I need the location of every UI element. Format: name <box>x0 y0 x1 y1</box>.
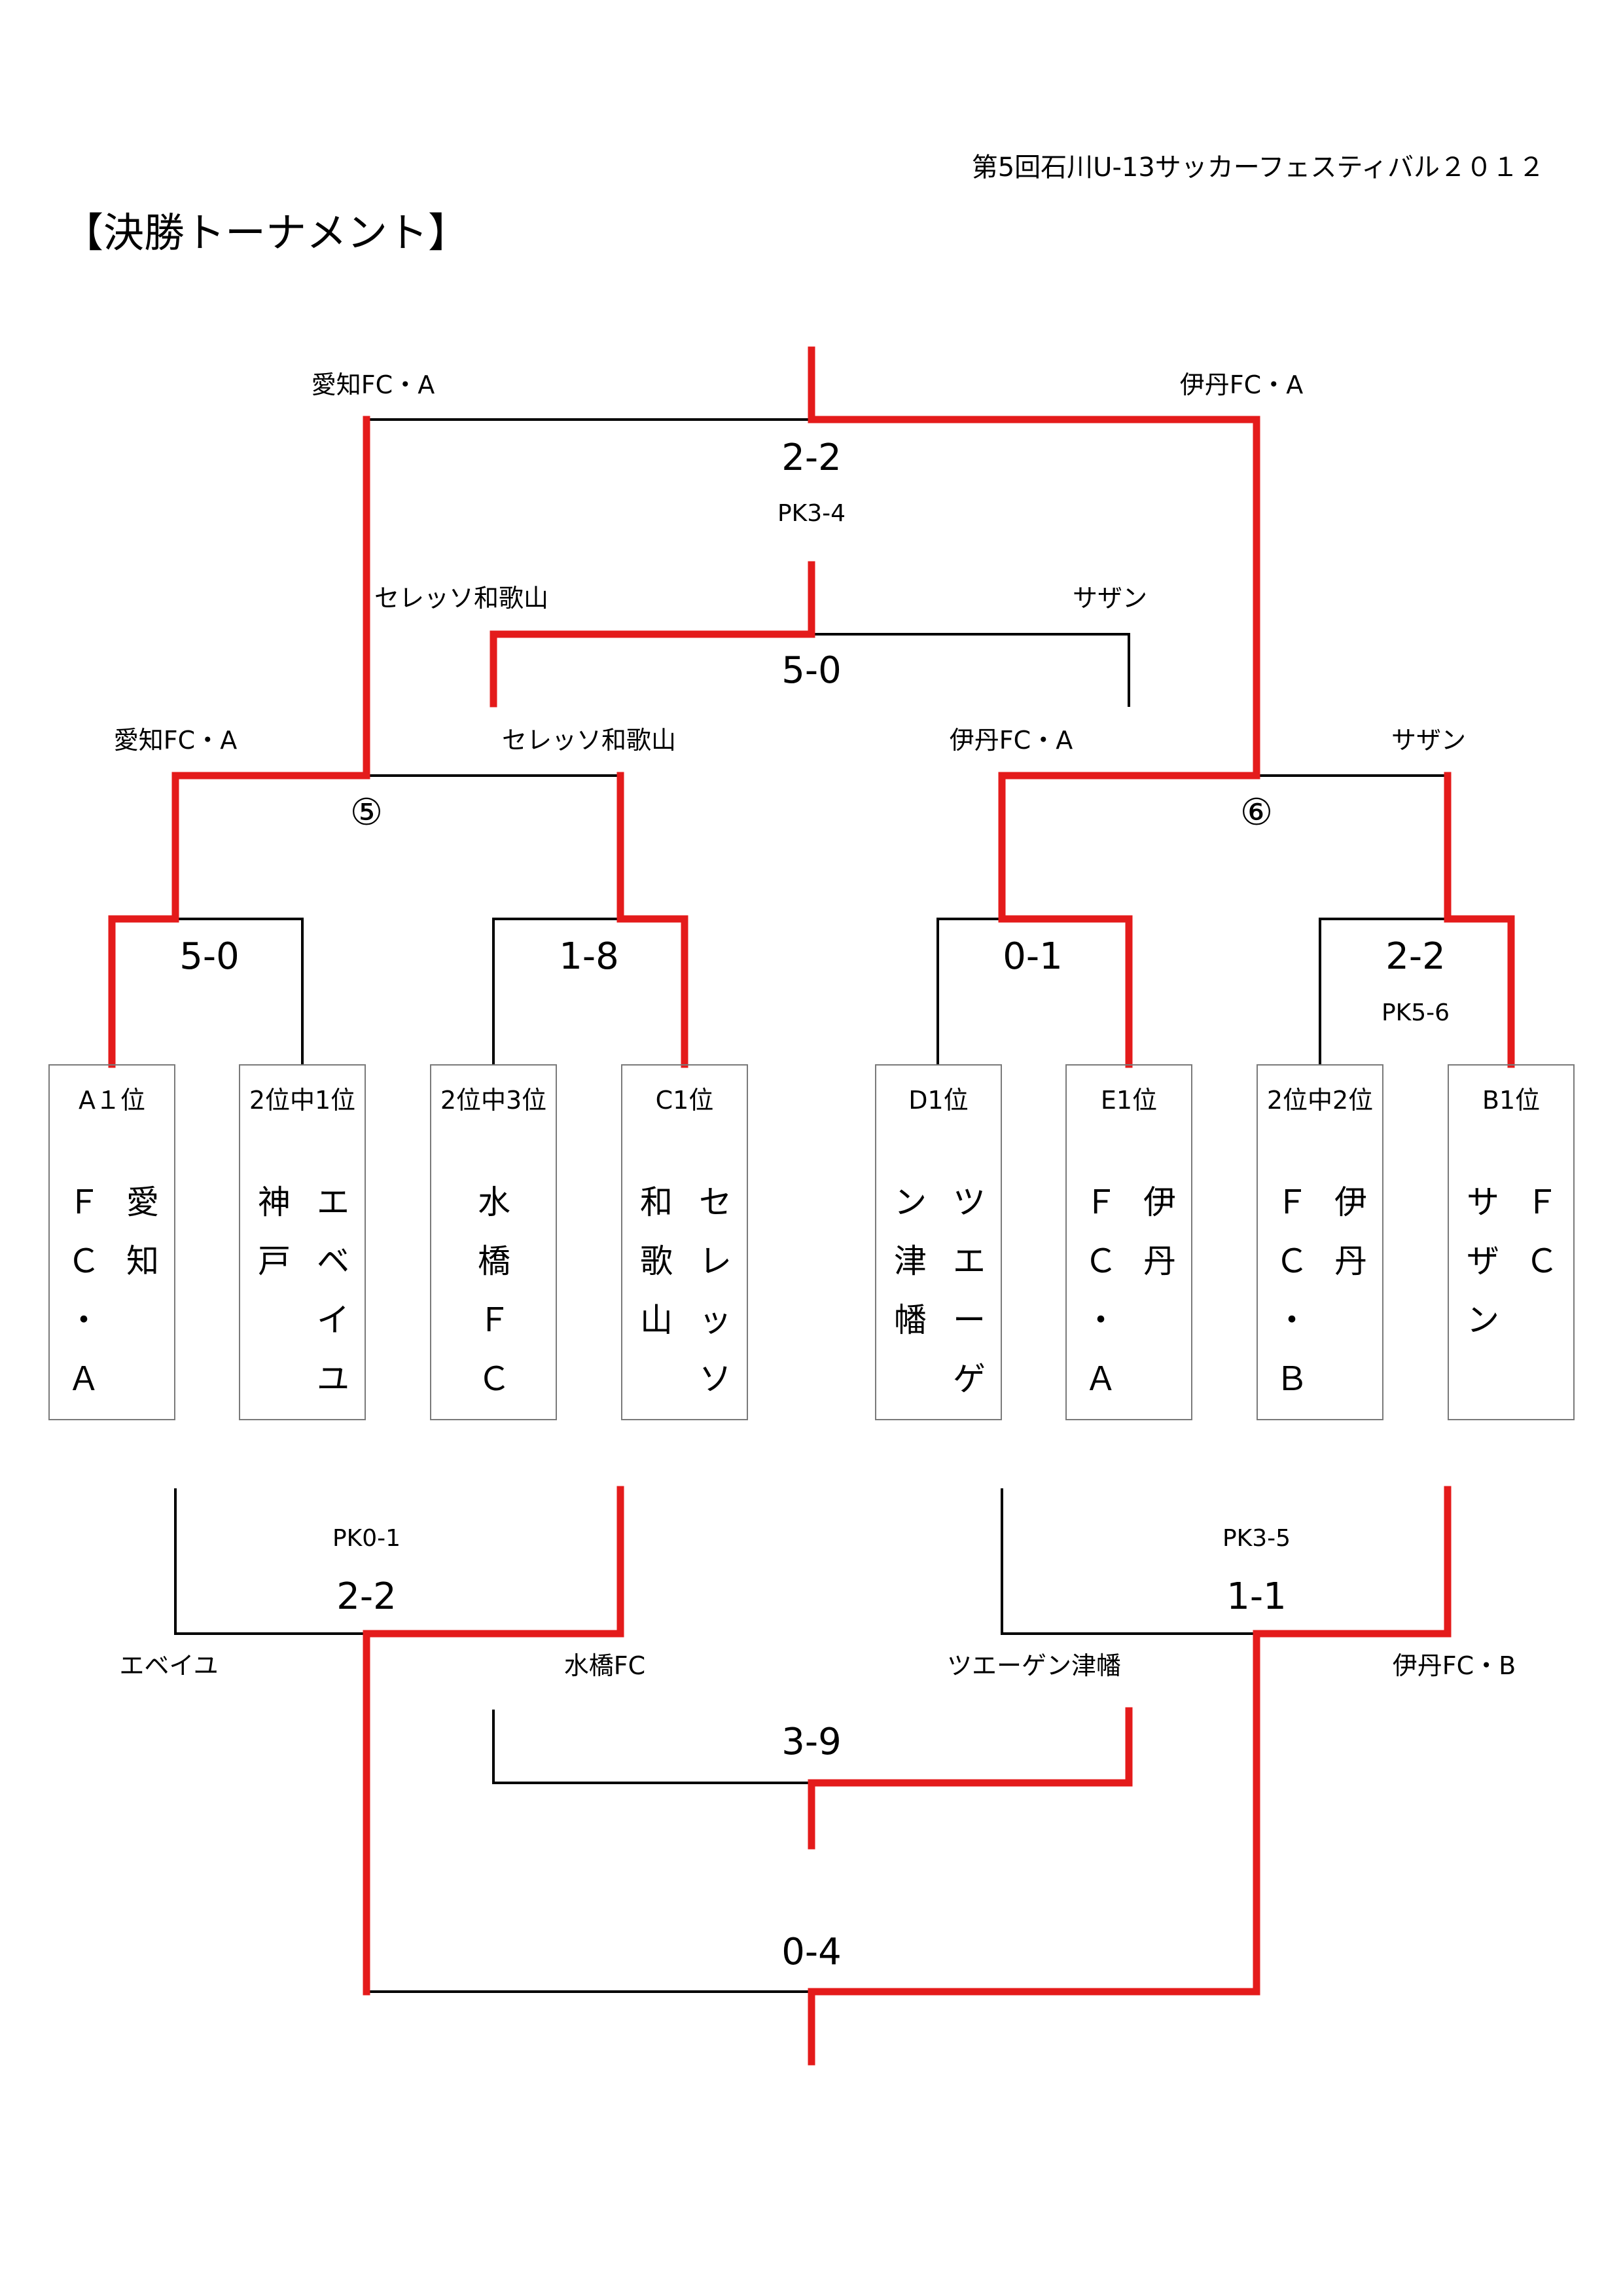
match-score: 0-1 <box>1003 935 1063 978</box>
page-title: 【決勝トーナメント】 <box>63 209 469 257</box>
pk-score: PK3-5 <box>1222 1525 1291 1552</box>
group-rank: D1位 <box>908 1086 969 1115</box>
team-name-line: 和 歌 山 <box>640 1183 673 1339</box>
team-name-line: Ｆ Ｃ ・ Ａ <box>1084 1183 1117 1398</box>
team-name-line: Ｆ Ｃ ・ Ｂ <box>1275 1183 1308 1398</box>
team-name-line: Ｆ Ｃ <box>1525 1183 1558 1280</box>
l-r1-m1-loser <box>174 1488 368 1635</box>
match-score: 1-8 <box>559 935 619 978</box>
match-number: ⑤ <box>349 791 383 834</box>
u-r2-m6-winner <box>808 346 1260 780</box>
u-r1-m4-winner <box>1444 772 1515 1068</box>
team-name-line: エ ベ イ ユ <box>317 1183 349 1398</box>
team-label: セレッソ和歌山 <box>501 726 677 755</box>
match-score: 2-2 <box>336 1575 397 1618</box>
team-label: 愛知FC・A <box>113 726 238 755</box>
l-r1-m1-winner <box>363 1486 624 1996</box>
team-name-line: ツ エ ー ゲ <box>953 1183 986 1398</box>
team-name-line: 水 橋 Ｆ Ｃ <box>478 1183 510 1398</box>
group-rank: 2位中2位 <box>1266 1086 1374 1115</box>
team-name-line: セ レ ッ ソ <box>699 1183 732 1398</box>
team-name-line: 愛 知 <box>126 1183 159 1280</box>
loser-paths <box>174 418 1512 1993</box>
pk-score: PK0-1 <box>332 1525 401 1552</box>
l-r1-m2-winner <box>808 1486 1452 2066</box>
u-r1-m2-winner <box>616 772 688 1068</box>
match-score: 1-1 <box>1226 1575 1287 1618</box>
match-score: 0-4 <box>781 1931 842 1973</box>
match-score: 2-2 <box>781 437 842 479</box>
l-r1-m2-loser <box>1001 1488 1258 1635</box>
team-label: セレッソ和歌山 <box>374 584 549 613</box>
team-label: 伊丹FC・A <box>949 726 1073 755</box>
match-score: 5-0 <box>179 935 240 978</box>
u-third-winner <box>490 561 815 708</box>
team-label: 愛知FC・A <box>311 370 435 399</box>
group-box: 2位中2位 Ｆ Ｃ ・ Ｂ 伊 丹 <box>1257 1064 1383 1420</box>
group-rank: 2位中1位 <box>249 1086 356 1115</box>
group-rank: A１位 <box>79 1086 145 1115</box>
group-rank: 2位中3位 <box>440 1086 547 1115</box>
team-name-line: 伊 丹 <box>1143 1183 1176 1280</box>
group-box: D1位 ン 津 幡 ツ エ ー ゲ <box>875 1064 1002 1420</box>
pk-score: PK5-6 <box>1381 999 1450 1026</box>
group-box: E1位 Ｆ Ｃ ・ Ａ 伊 丹 <box>1065 1064 1192 1420</box>
group-box: B1位 サ ザ ン Ｆ Ｃ <box>1448 1064 1575 1420</box>
group-rank: B1位 <box>1482 1086 1541 1115</box>
team-label: サザン <box>1391 726 1467 755</box>
team-label: エベイユ <box>119 1651 219 1680</box>
u-r1-m3-winner <box>998 772 1260 1068</box>
group-box: 2位中1位 神 戸 エ ベ イ ユ <box>239 1064 366 1420</box>
l-r2-winner <box>808 1707 1133 1850</box>
match-score: 2-2 <box>1385 935 1446 978</box>
l-r2-loser <box>492 1710 813 1784</box>
winner-paths <box>108 346 1515 2066</box>
team-label: 水橋FC <box>563 1651 646 1680</box>
event-name: 第5回石川U-13サッカーフェスティバル２０１２ <box>971 152 1544 183</box>
group-box: A１位 Ｆ Ｃ ・ Ａ 愛 知 <box>48 1064 175 1420</box>
team-label: ツエーゲン津幡 <box>946 1651 1122 1680</box>
team-name-line: Ｆ Ｃ ・ Ａ <box>67 1183 100 1398</box>
group-rank: C1位 <box>655 1086 714 1115</box>
team-label: 伊丹FC・B <box>1392 1651 1516 1680</box>
team-name-line: ン 津 幡 <box>894 1183 927 1339</box>
team-name-line: 神 戸 <box>258 1183 291 1280</box>
match-number: ⑥ <box>1240 791 1274 834</box>
team-label: 伊丹FC・A <box>1179 370 1304 399</box>
group-box: C1位 和 歌 山 セ レ ッ ソ <box>621 1064 748 1420</box>
match-score: 5-0 <box>781 649 842 692</box>
team-name-line: サ ザ ン <box>1467 1183 1499 1339</box>
team-label: サザン <box>1072 584 1148 613</box>
team-name-line: 伊 丹 <box>1334 1183 1367 1280</box>
match-score: 3-9 <box>781 1721 842 1763</box>
u-r1-m1-winner <box>108 772 370 1068</box>
group-rank: E1位 <box>1100 1086 1158 1115</box>
group-box: 2位中3位 水 橋 Ｆ Ｃ <box>430 1064 557 1420</box>
u-third-loser <box>810 633 1130 707</box>
pk-score: PK3-4 <box>777 500 846 527</box>
